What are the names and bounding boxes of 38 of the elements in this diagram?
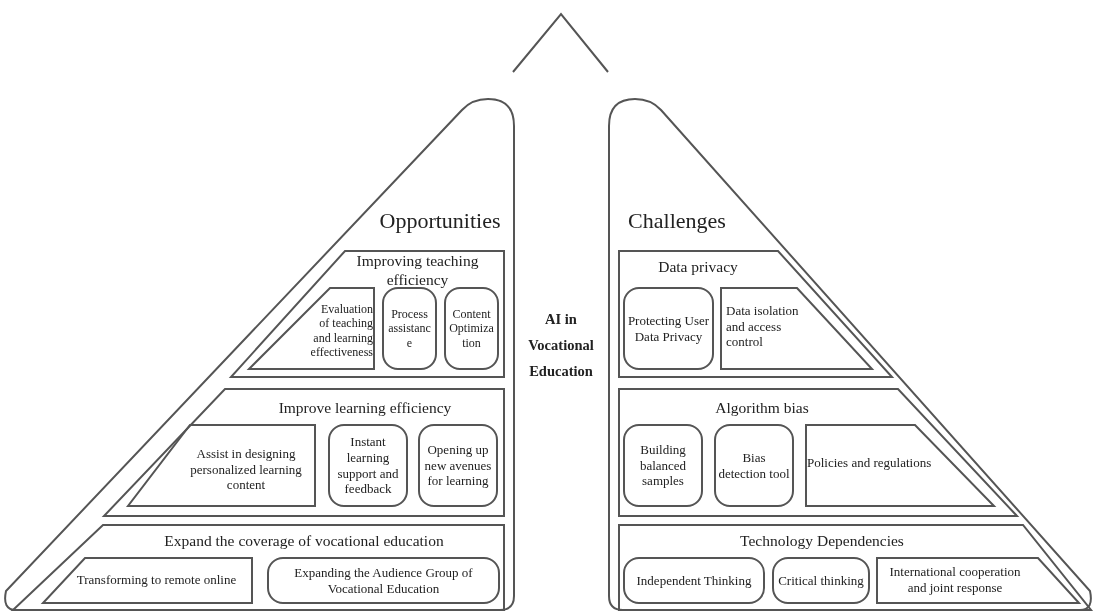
panel-heading: Technology Dependencies bbox=[739, 532, 905, 551]
rounded-box: Opening up new avenues for learning bbox=[418, 424, 498, 507]
rounded-box: Instant learning support and feedback bbox=[328, 424, 408, 507]
item-text: Assist in designing personalized learning content bbox=[189, 446, 303, 493]
rounded-box: Process assistance bbox=[382, 287, 437, 370]
trapezoid-panel bbox=[127, 424, 316, 507]
item-text: Evaluation of teaching and learning effectiveness bbox=[309, 302, 373, 360]
center-title: AI in Vocational Education bbox=[527, 310, 595, 381]
section-title: Challenges bbox=[627, 208, 727, 235]
trapezoid-panel bbox=[248, 287, 375, 370]
item-text: Policies and regulations bbox=[807, 455, 933, 471]
pyramid-half bbox=[606, 96, 1096, 613]
rounded-box: Building balanced samples bbox=[623, 424, 703, 507]
item-text: Data isolation and access control bbox=[726, 303, 800, 350]
panel-heading: Improve learning efficiency bbox=[277, 399, 453, 418]
trapezoid-panel bbox=[618, 524, 1092, 611]
trapezoid-panel bbox=[42, 557, 253, 604]
rounded-box: Critical thinking bbox=[772, 557, 870, 604]
trapezoid-panel bbox=[876, 557, 1080, 604]
trapezoid-panel bbox=[12, 524, 505, 611]
panel-heading: Data privacy bbox=[657, 258, 739, 277]
trapezoid-panel bbox=[805, 424, 995, 507]
trapezoid-panel bbox=[230, 250, 505, 378]
rounded-box: Bias detection tool bbox=[714, 424, 794, 507]
panel-heading: Algorithm bias bbox=[714, 399, 810, 418]
trapezoid-panel bbox=[618, 388, 1018, 517]
trapezoid-panel bbox=[618, 250, 893, 378]
item-text: International cooperation and joint response bbox=[888, 564, 1022, 596]
panel-heading: Improving teaching efficiency bbox=[355, 252, 480, 290]
item-text: Transforming to remote online bbox=[75, 572, 238, 588]
rounded-box: Protecting User Data Privacy bbox=[623, 287, 714, 370]
panel-heading: Expand the coverage of vocational education bbox=[163, 532, 445, 551]
section-title: Opportunities bbox=[378, 208, 502, 235]
trapezoid-panel bbox=[103, 388, 505, 517]
rounded-box: Expanding the Audience Group of Vocational Education bbox=[267, 557, 500, 604]
trapezoid-panel bbox=[720, 287, 873, 370]
rounded-box: Independent Thinking bbox=[623, 557, 765, 604]
rounded-box: Content Optimization bbox=[444, 287, 499, 370]
